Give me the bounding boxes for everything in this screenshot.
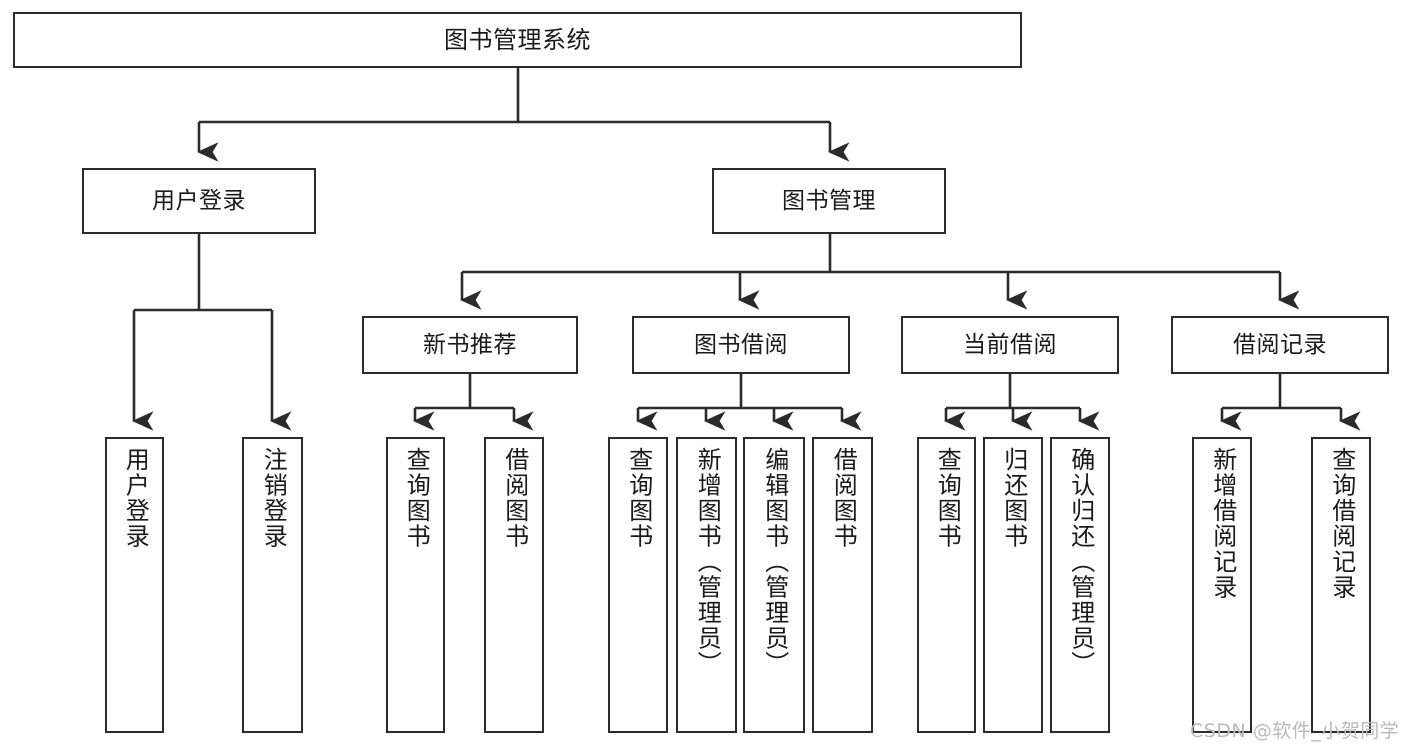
node-label: 确认归还（管理员） (1066, 447, 1095, 677)
leaf-query-book-borrow[interactable]: 查询图书 (608, 437, 668, 733)
node-label: 用户登录 (121, 447, 150, 549)
leaf-query-book-new[interactable]: 查询图书 (386, 437, 445, 733)
node-user-login[interactable]: 用户登录 (82, 168, 316, 234)
node-label: 编辑图书（管理员） (760, 447, 789, 677)
node-label: 图书借阅 (694, 331, 788, 358)
node-label: 新增借阅记录 (1208, 447, 1237, 600)
node-label: 归还图书 (999, 447, 1028, 549)
node-borrow-records[interactable]: 借阅记录 (1171, 316, 1389, 374)
node-label: 查询借阅记录 (1327, 447, 1356, 600)
node-label: 查询图书 (933, 447, 962, 549)
leaf-return-book[interactable]: 归还图书 (983, 437, 1043, 733)
leaf-logout[interactable]: 注销登录 (242, 437, 303, 733)
leaf-query-book-current[interactable]: 查询图书 (917, 437, 976, 733)
node-book-management[interactable]: 图书管理 (712, 168, 946, 234)
node-label: 借阅图书 (829, 447, 858, 549)
node-current-borrow[interactable]: 当前借阅 (901, 316, 1119, 374)
node-label: 用户登录 (152, 187, 246, 214)
node-label: 注销登录 (259, 447, 288, 549)
leaf-query-borrow-record[interactable]: 查询借阅记录 (1311, 437, 1371, 733)
node-label: 图书管理 (782, 187, 876, 214)
watermark-text: CSDN @软件_小贺同学 (1190, 720, 1400, 742)
node-label: 查询图书 (624, 447, 653, 549)
node-label: 借阅图书 (500, 447, 529, 549)
node-new-book-recommend[interactable]: 新书推荐 (362, 316, 578, 374)
leaf-confirm-return-admin[interactable]: 确认归还（管理员） (1050, 437, 1110, 733)
node-label: 当前借阅 (963, 331, 1057, 358)
node-label: 图书管理系统 (444, 26, 591, 54)
leaf-add-book-admin[interactable]: 新增图书（管理员） (676, 437, 737, 733)
leaf-borrow-book-new[interactable]: 借阅图书 (484, 437, 544, 733)
node-label: 新增图书（管理员） (693, 447, 722, 677)
node-label: 新书推荐 (423, 331, 517, 358)
leaf-borrow-book[interactable]: 借阅图书 (812, 437, 873, 733)
leaf-add-borrow-record[interactable]: 新增借阅记录 (1192, 437, 1252, 733)
node-book-borrow[interactable]: 图书借阅 (632, 316, 850, 374)
leaf-user-login[interactable]: 用户登录 (105, 437, 164, 733)
node-label: 查询图书 (402, 447, 431, 549)
leaf-edit-book-admin[interactable]: 编辑图书（管理员） (743, 437, 805, 733)
node-root-system[interactable]: 图书管理系统 (13, 12, 1022, 68)
node-label: 借阅记录 (1233, 331, 1327, 358)
